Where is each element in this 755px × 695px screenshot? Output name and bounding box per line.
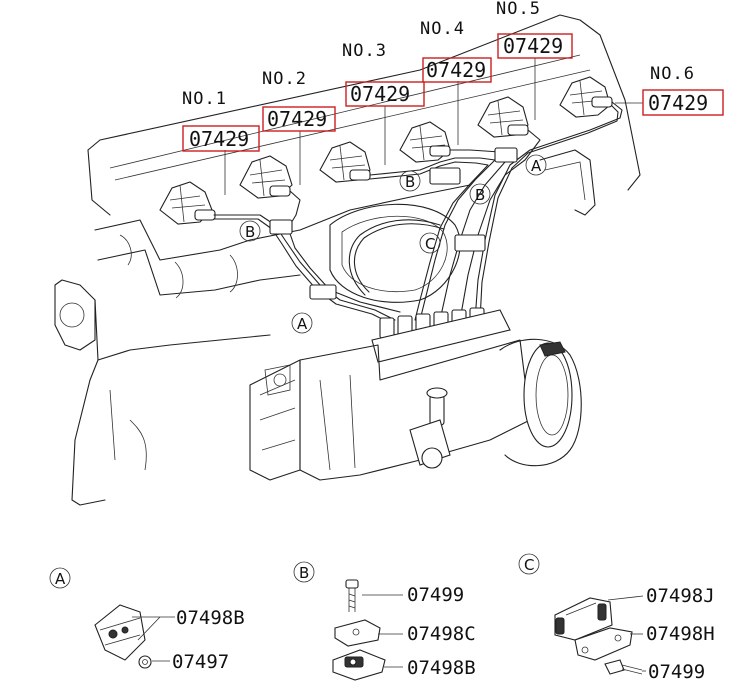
detail-a: A 07498B 07497: [49, 567, 245, 673]
marker-c: C: [419, 232, 441, 254]
marker-a-right: A: [525, 154, 547, 176]
svg-text:B: B: [245, 223, 255, 241]
callout-cylinder-1-text: 07429: [189, 127, 249, 151]
callout-cylinder-6-text: 07429: [648, 91, 708, 115]
detail-a-part-1: 07498B: [176, 607, 245, 629]
fuel-injection-lines: [213, 101, 623, 325]
detail-a-marker: A: [55, 570, 66, 588]
detail-c-part-3: 07499: [648, 661, 705, 683]
injector-2: [239, 155, 293, 199]
cylinder-label-4: NO.4: [420, 19, 465, 39]
svg-text:B: B: [405, 173, 415, 191]
clamp-markers: A A B B B C: [239, 154, 547, 334]
svg-text:A: A: [531, 157, 542, 175]
callout-cylinder-2[interactable]: 07429: [262, 106, 336, 132]
injection-pump: [249, 307, 582, 481]
cylinder-labels: NO.1 NO.2 NO.3 NO.4 NO.5 NO.6: [182, 0, 695, 109]
svg-text:B: B: [475, 186, 485, 204]
injector-5: [477, 96, 529, 138]
detail-b-part-3: 07498B: [407, 657, 476, 679]
detail-b-part-1: 07499: [407, 584, 464, 606]
marker-a-lower: A: [291, 312, 313, 334]
detail-a-part-2: 07497: [172, 651, 229, 673]
injector-4: [399, 121, 451, 163]
cylinder-label-1: NO.1: [182, 89, 227, 109]
detail-c: C 07498J 07498H 07499: [518, 553, 715, 683]
marker-b-middle: B: [399, 170, 421, 192]
callout-cylinder-1[interactable]: 07429: [182, 125, 260, 152]
line-clamps: [269, 147, 518, 300]
detail-c-part-2: 07498H: [646, 623, 715, 645]
cylinder-label-3: NO.3: [342, 41, 387, 61]
cylinder-label-5: NO.5: [496, 0, 541, 19]
detail-c-part-1: 07498J: [646, 585, 715, 607]
svg-text:A: A: [297, 315, 308, 333]
injector-1: [159, 181, 216, 225]
detail-b-marker: B: [299, 564, 309, 582]
detail-c-marker: C: [524, 556, 534, 574]
cylinder-label-6: NO.6: [650, 64, 695, 84]
injector-3: [319, 141, 371, 183]
callout-cylinder-3[interactable]: 07429: [345, 81, 425, 107]
callout-cylinder-4[interactable]: 07429: [422, 57, 492, 83]
detail-b: B 07499 07498C 07498B: [293, 561, 476, 681]
marker-b-right: B: [469, 183, 491, 205]
callout-cylinder-4-text: 07429: [426, 58, 486, 82]
callout-cylinder-2-text: 07429: [267, 107, 327, 131]
detail-b-part-2: 07498C: [407, 623, 476, 645]
callout-cylinder-3-text: 07429: [350, 82, 410, 106]
svg-text:C: C: [425, 235, 435, 253]
callout-cylinder-6[interactable]: 07429: [642, 89, 724, 116]
injector-6: [559, 76, 613, 118]
part-callouts: 07429 07429 07429 07429 07429 07429: [182, 33, 724, 195]
callout-cylinder-5-text: 07429: [503, 34, 563, 58]
cylinder-label-2: NO.2: [262, 69, 307, 89]
marker-b-left: B: [239, 220, 261, 242]
callout-cylinder-5[interactable]: 07429: [497, 33, 573, 59]
engine-block: [54, 14, 641, 506]
